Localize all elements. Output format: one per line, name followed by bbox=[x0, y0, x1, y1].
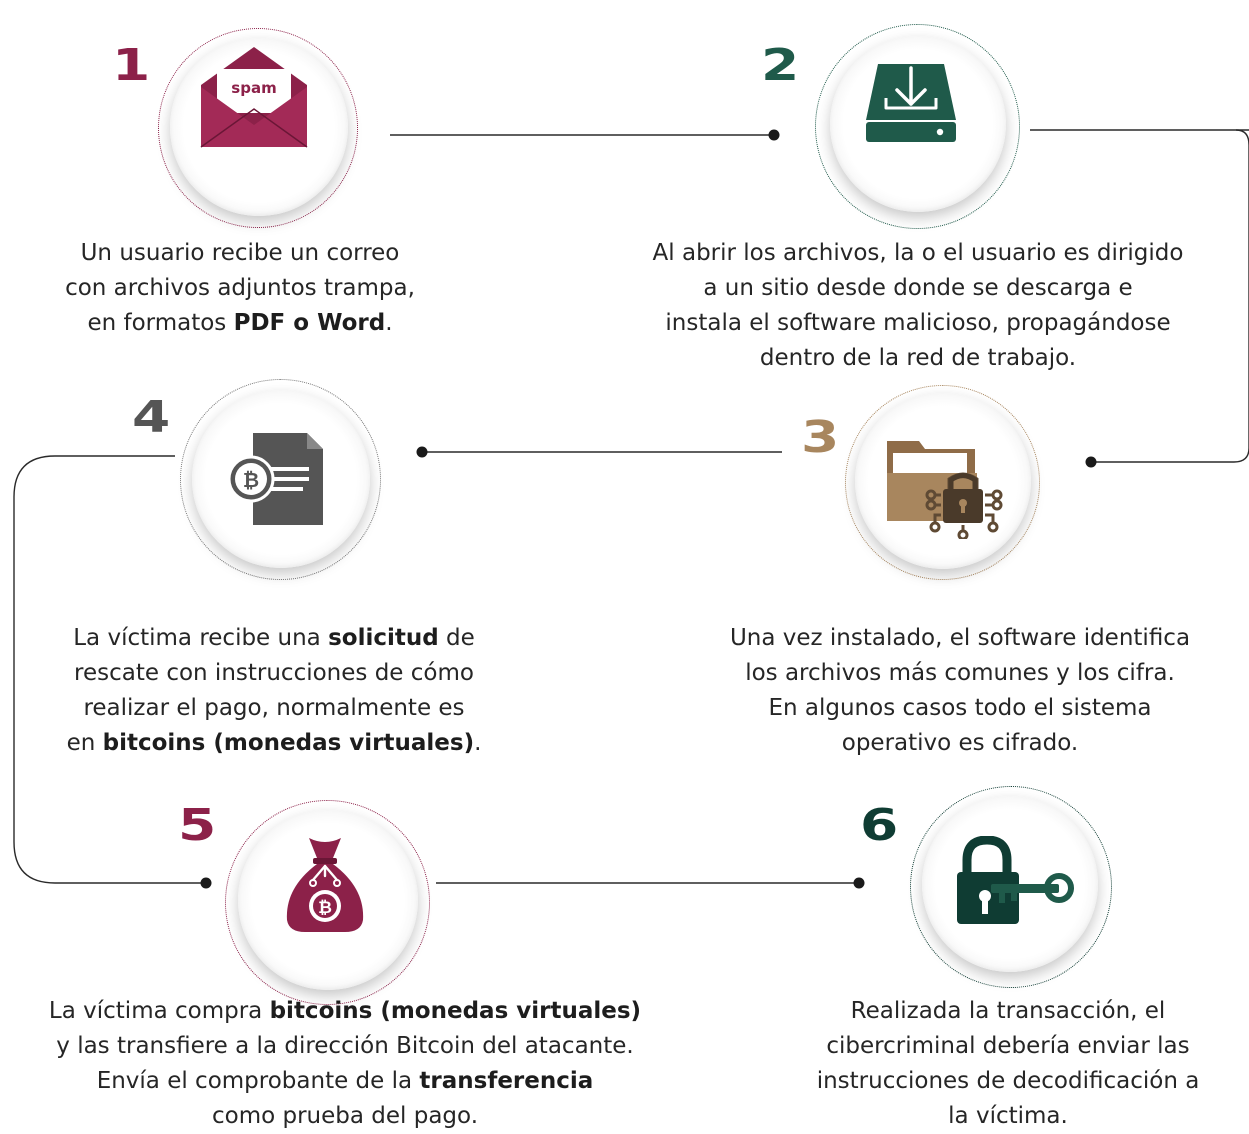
description-text: Envía el comprobante de la bbox=[96, 1068, 420, 1094]
step-number: 4 bbox=[132, 392, 170, 443]
spam-envelope-icon: spam bbox=[199, 47, 309, 149]
step-number: 1 bbox=[112, 40, 150, 91]
description-text: a un sitio desde donde se descarga e bbox=[703, 275, 1133, 301]
svg-text:₿: ₿ bbox=[243, 468, 259, 492]
description-text: de bbox=[438, 625, 475, 651]
description-text: en formatos bbox=[87, 310, 234, 336]
step-number: 5 bbox=[178, 800, 216, 851]
bitcoin-document-icon: ₿ bbox=[227, 431, 327, 527]
step-description: La víctima recibe una solicitud de rescat… bbox=[24, 621, 524, 761]
description-text: operativo es cifrado. bbox=[841, 730, 1079, 756]
locked-folder-icon bbox=[885, 433, 1013, 541]
spam-label: spam bbox=[231, 79, 276, 97]
emphasis-text: bitcoins (monedas virtuales) bbox=[102, 730, 475, 756]
description-text: . bbox=[474, 730, 482, 756]
step-ring bbox=[845, 385, 1040, 580]
step-ring bbox=[158, 28, 358, 228]
description-text: y las transfiere a la dirección Bitcoin … bbox=[56, 1033, 634, 1059]
description-text: instrucciones de decodificación a bbox=[816, 1068, 1200, 1094]
step-description: Al abrir los archivos, la o el usuario e… bbox=[598, 236, 1238, 376]
description-text: Un usuario recibe un correo bbox=[80, 240, 400, 266]
bitcoin-money-bag-icon: ₿ bbox=[283, 836, 367, 934]
step-description: Una vez instalado, el software identific… bbox=[680, 621, 1240, 761]
emphasis-text: bitcoins (monedas virtuales) bbox=[269, 998, 642, 1024]
description-text: como prueba del pago. bbox=[211, 1103, 479, 1129]
emphasis-text: PDF o Word bbox=[233, 310, 386, 336]
step-ring bbox=[180, 379, 381, 580]
hard-drive-download-icon bbox=[864, 60, 958, 144]
description-text: instala el software malicioso, propagánd… bbox=[665, 310, 1171, 336]
connector-dot bbox=[200, 877, 212, 889]
description-text: La víctima recibe una bbox=[73, 625, 329, 651]
step-description: La víctima compra bitcoins (monedas virt… bbox=[0, 994, 690, 1134]
description-text: dentro de la red de trabajo. bbox=[759, 345, 1077, 371]
description-text: . bbox=[385, 310, 393, 336]
connector-dot bbox=[853, 877, 865, 889]
description-text: Una vez instalado, el software identific… bbox=[729, 625, 1191, 651]
step-number: 2 bbox=[761, 40, 799, 91]
description-text: rescate con instrucciones de cómo bbox=[74, 660, 474, 686]
emphasis-text: transferencia bbox=[419, 1068, 594, 1094]
connector-dot bbox=[1085, 456, 1097, 468]
description-text: los archivos más comunes y los cifra. bbox=[745, 660, 1175, 686]
svg-text:₿: ₿ bbox=[318, 898, 332, 918]
description-text: realizar el pago, normalmente es bbox=[83, 695, 465, 721]
description-text: con archivos adjuntos trampa, bbox=[65, 275, 415, 301]
step-ring bbox=[815, 24, 1020, 229]
description-text: En algunos casos todo el sistema bbox=[768, 695, 1152, 721]
description-text: La víctima compra bbox=[48, 998, 270, 1024]
step-description: Realizada la transacción, el cibercrimina… bbox=[770, 994, 1246, 1134]
step-ring bbox=[910, 786, 1112, 988]
step-description: Un usuario recibe un correo con archivos … bbox=[24, 236, 456, 341]
step-number: 3 bbox=[801, 412, 839, 463]
connector-4-5 bbox=[13, 455, 206, 884]
description-text: la víctima. bbox=[948, 1103, 1068, 1129]
step-number: 6 bbox=[860, 800, 898, 851]
step-ring bbox=[225, 800, 430, 1005]
description-text: en bbox=[66, 730, 103, 756]
emphasis-text: solicitud bbox=[328, 625, 439, 651]
connector-2-3-curve bbox=[1092, 129, 1249, 463]
description-text: cibercriminal debería enviar las bbox=[826, 1033, 1190, 1059]
connector-dot bbox=[768, 129, 780, 141]
connector-dot bbox=[416, 446, 428, 458]
description-text: Realizada la transacción, el bbox=[850, 998, 1166, 1024]
description-text: Al abrir los archivos, la o el usuario e… bbox=[652, 240, 1184, 266]
padlock-key-icon bbox=[955, 835, 1079, 926]
